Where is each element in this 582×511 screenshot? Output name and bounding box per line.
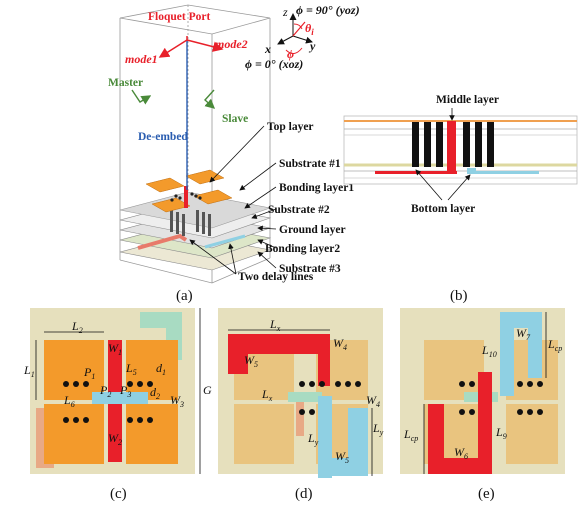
caption-d: (d) [295,486,313,502]
c-d2: d2 [150,385,160,401]
layer-stack [119,169,272,271]
delay-lines-label: Two delay lines [238,271,314,283]
de-embed-label: De-embed [138,131,188,143]
phi90-label: ϕ = 90° (yoz) [296,3,360,17]
d-W5b: W5 [335,449,349,465]
e-L9: L9 [495,425,507,441]
via-bars [412,122,494,167]
master-arrow [131,89,152,105]
axis-theta: θi [305,21,314,37]
d-W4b: W4 [366,393,380,409]
e-Lcp: Lcp [547,337,562,353]
d-W4: W4 [333,336,347,352]
ground-layer-label: Ground layer [279,224,346,236]
axis-z: z [282,5,288,19]
c-L5: L5 [125,361,137,377]
d-Ly: Ly [307,431,319,447]
substrate3-label: Substrate #3 [279,263,341,275]
caption-a: (a) [176,288,193,304]
bottom-layer-label: Bottom layer [411,203,475,215]
mode-arrows [158,36,224,58]
c-W2: W2 [108,431,122,447]
e-L10: L10 [481,343,497,359]
panel-a: Floquet Port mode1 mode2 Master Slave De… [108,3,360,304]
c-d1: d1 [156,361,166,377]
caption-b: (b) [450,288,468,304]
panel-d: Lx W4 W5 Lx Ly Ly W5 W4 (d) [218,308,384,502]
c-L6: L6 [63,393,75,409]
coordinate-axes [277,13,313,54]
c-L1: L1 [23,363,35,379]
substrate1-label: Substrate #1 [279,158,341,170]
d-Lx2: Lx [261,387,273,403]
top-layer-label: Top layer [267,121,314,133]
caption-c: (c) [110,486,127,502]
c-P2: P2 [99,383,111,399]
bonding-layer2-label: Bonding layer2 [265,243,340,255]
axis-y: y [308,39,316,53]
e-W6: W6 [454,445,468,461]
slave-arrow [204,89,216,109]
middle-layer-label: Middle layer [436,94,499,106]
caption-e: (e) [478,486,495,502]
phi0-label: ϕ = 0° (xoz) [245,57,303,71]
c-W3: W3 [170,393,184,409]
bonding-layer1-label: Bonding layer1 [279,182,354,194]
d-W5: W5 [244,353,258,369]
mode2-label: mode2 [215,37,248,51]
c-L2: L2 [71,319,83,335]
d-Lx: Lx [269,317,281,333]
c-P1: P1 [83,365,95,381]
c-W1: W1 [108,341,122,357]
panel-e: W7 Lcp L10 Lcp L9 W6 (e) [400,308,565,502]
panel-b: Middle layer Bottom layer (b) [343,94,578,304]
slave-label: Slave [222,113,248,125]
c-P3: P3 [119,383,131,399]
mode1-label: mode1 [125,52,158,66]
axis-phi: ϕ [287,47,294,61]
substrate2-label: Substrate #2 [268,204,330,216]
c-G: G [203,383,212,397]
e-W7: W7 [516,326,531,342]
d-Ly2: Ly [372,421,384,437]
master-label: Master [108,77,143,89]
floquet-port-label: Floquet Port [148,11,210,23]
axis-x: x [264,42,271,56]
layer-leaders [189,125,277,275]
panel-c: L2 L1 W1 L5 d1 d2 P1 P2 P3 L6 W3 W2 G (c… [23,308,212,502]
e-Lcp2: Lcp [403,427,418,443]
